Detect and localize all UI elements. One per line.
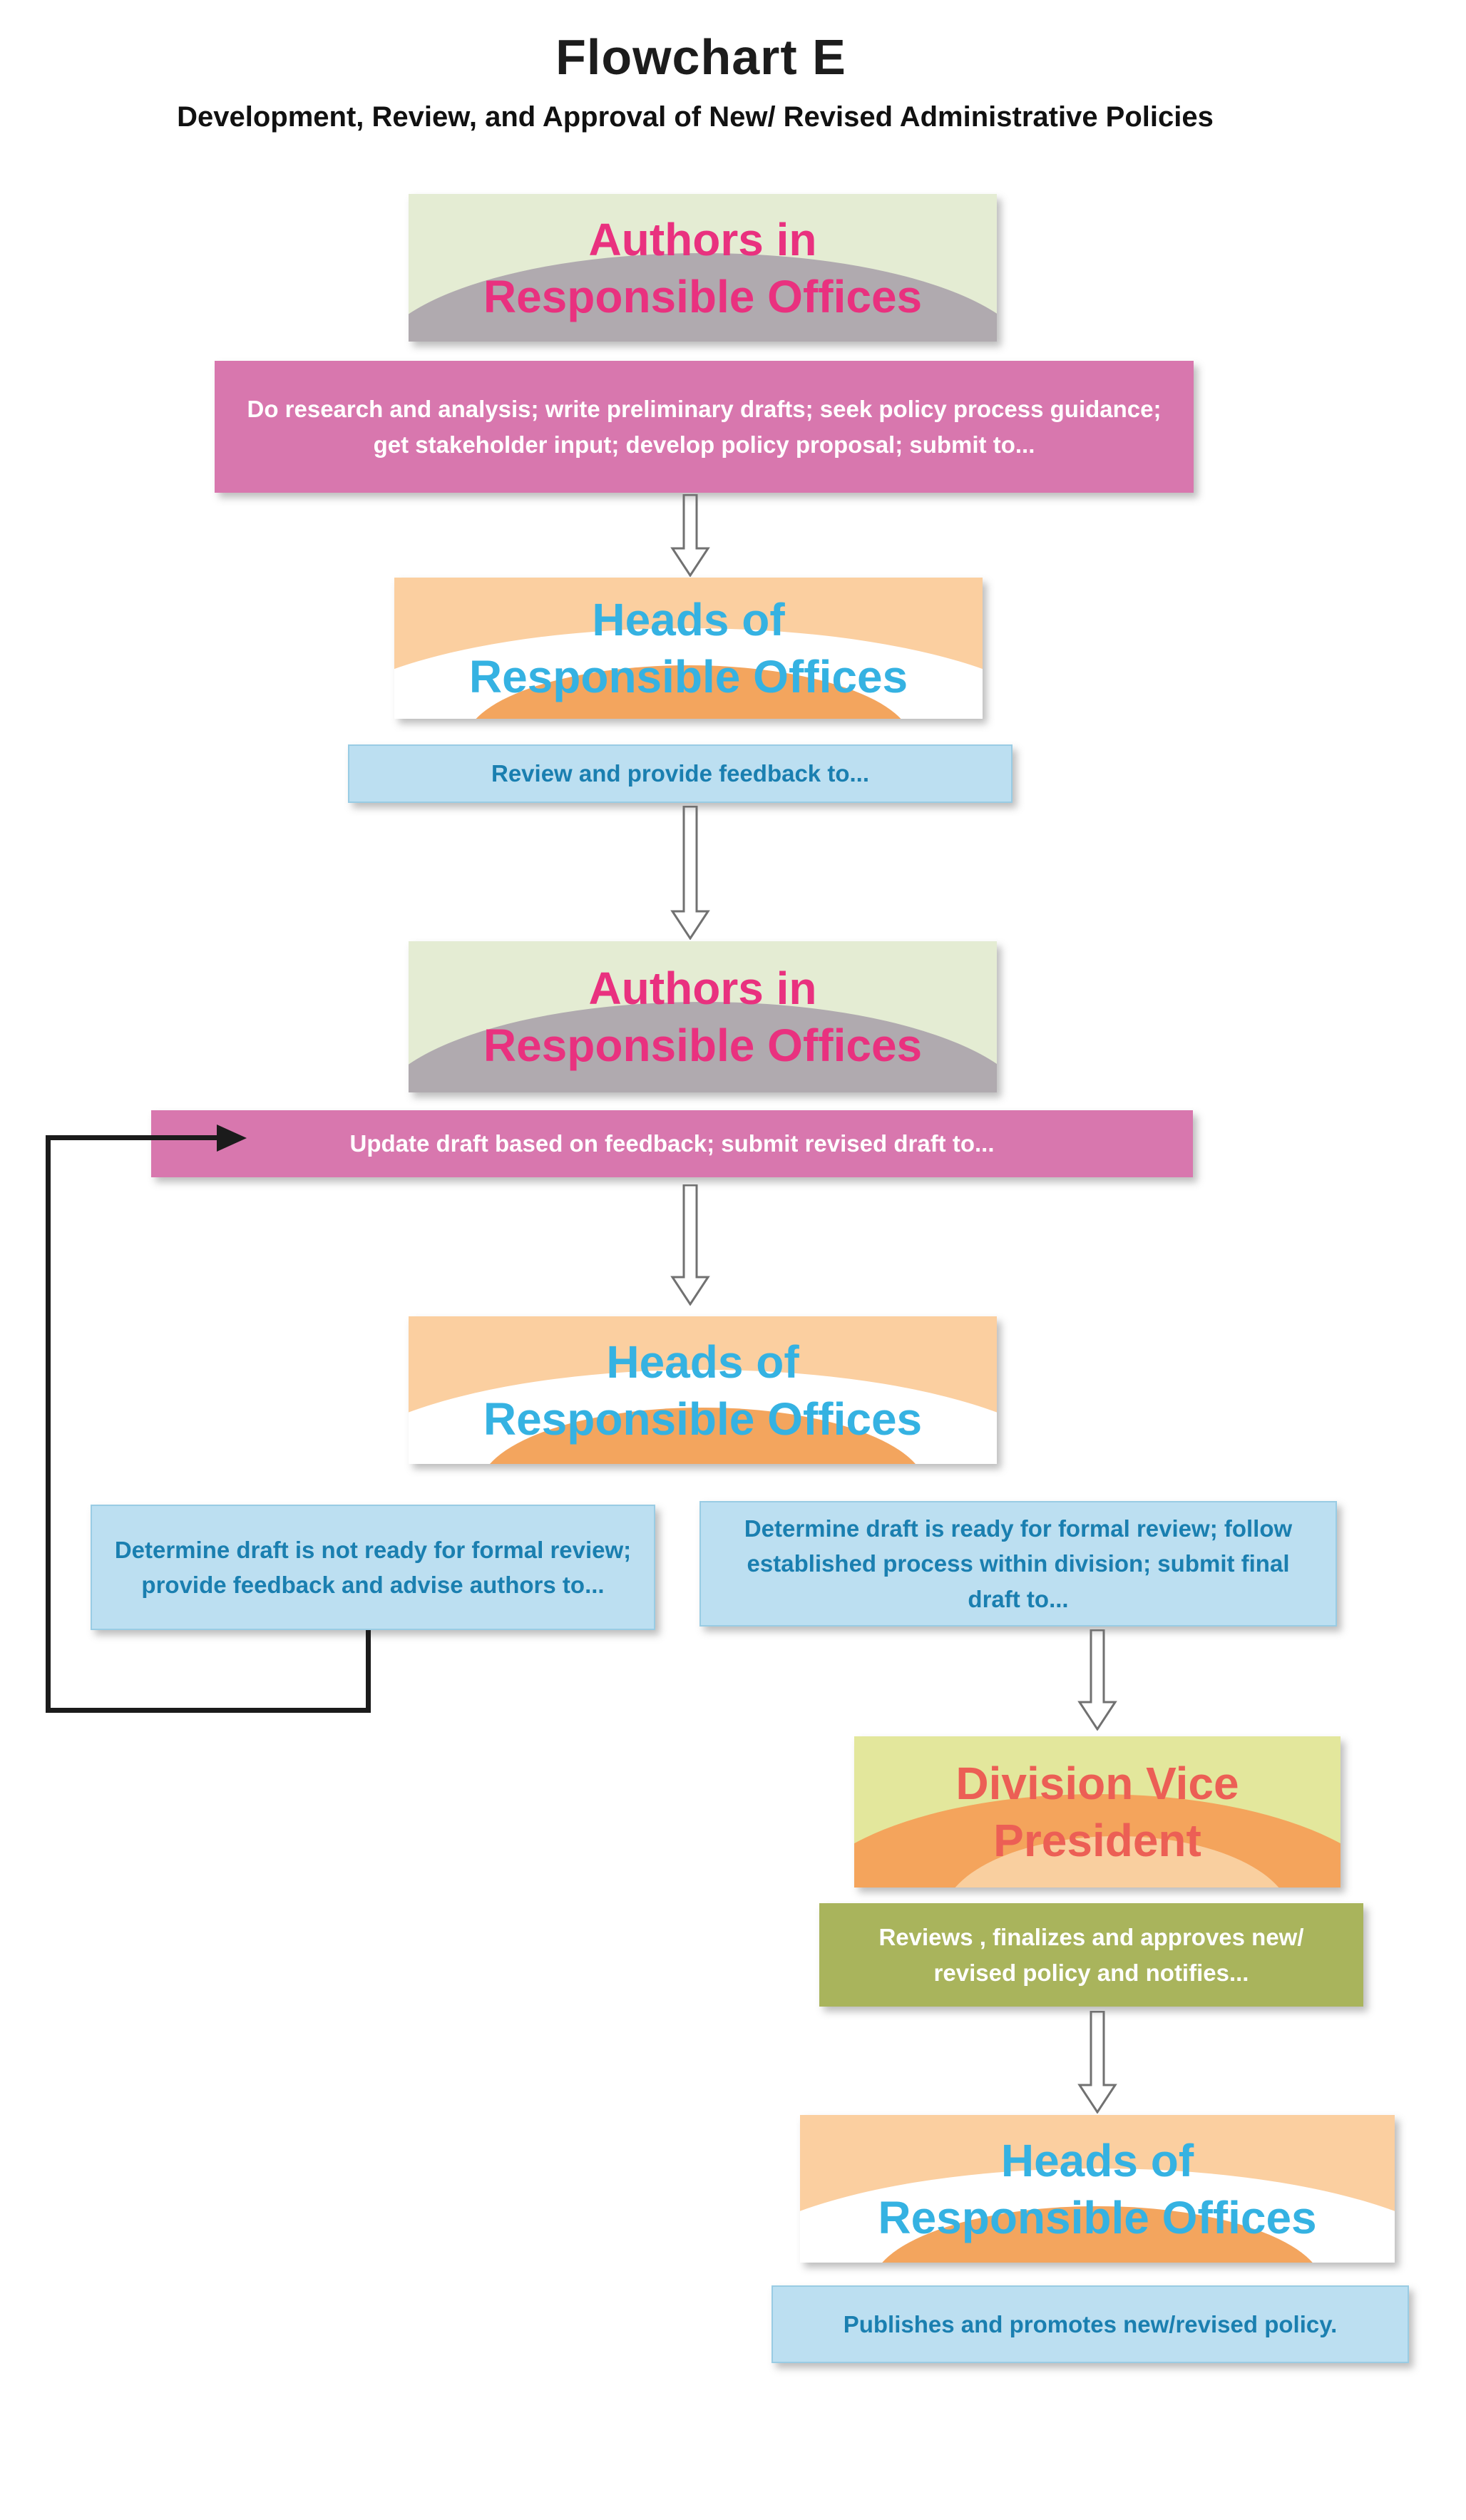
node-title-line: Responsible Offices <box>483 1020 923 1071</box>
loop-line-segment <box>46 1708 371 1713</box>
node-title-line: Responsible Offices <box>468 651 908 702</box>
node-heads-1: Heads of Responsible Offices <box>394 578 983 719</box>
decision-not-ready: Determine draft is not ready for formal … <box>91 1505 655 1630</box>
action-vp: Reviews , finalizes and approves new/ re… <box>819 1903 1363 2007</box>
decision-ready: Determine draft is ready for formal revi… <box>699 1501 1337 1627</box>
node-division-vp: Division Vice President <box>854 1736 1341 1888</box>
flow-arrow-down <box>1077 2011 1117 2114</box>
node-authors-2: Authors in Responsible Offices <box>409 941 997 1092</box>
node-title-line: Heads of <box>1000 2134 1194 2186</box>
node-title-line: Responsible Offices <box>483 270 923 322</box>
action-authors-1: Do research and analysis; write prelimin… <box>215 361 1194 493</box>
flow-arrow-down <box>670 1184 710 1306</box>
node-authors-1: Authors in Responsible Offices <box>409 194 997 342</box>
node-title-line: Authors in <box>588 213 817 265</box>
page-subtitle: Development, Review, and Approval of New… <box>177 101 1214 133</box>
flow-arrow-down <box>670 806 710 940</box>
node-title-line: Responsible Offices <box>483 1393 923 1445</box>
action-publish: Publishes and promotes new/revised polic… <box>772 2285 1409 2363</box>
node-title-line: Heads of <box>606 1336 799 1388</box>
node-title-line: Heads of <box>592 594 785 645</box>
flow-arrow-down <box>1077 1629 1117 1731</box>
page-title: Flowchart E <box>555 29 846 85</box>
node-heads-3: Heads of Responsible Offices <box>800 2115 1395 2263</box>
loop-line-segment <box>46 1135 51 1713</box>
node-title-line: Division Vice <box>955 1758 1239 1809</box>
flow-arrow-down <box>670 494 710 577</box>
loop-line-segment <box>46 1135 217 1140</box>
node-heads-2: Heads of Responsible Offices <box>409 1316 997 1464</box>
node-title-line: Authors in <box>588 963 817 1014</box>
action-authors-2: Update draft based on feedback; submit r… <box>151 1110 1193 1177</box>
loop-line-segment <box>366 1630 371 1713</box>
loop-arrowhead-icon <box>217 1125 247 1152</box>
action-heads-1: Review and provide feedback to... <box>348 744 1013 803</box>
node-title-line: President <box>993 1815 1201 1866</box>
node-title-line: Responsible Offices <box>878 2191 1317 2243</box>
